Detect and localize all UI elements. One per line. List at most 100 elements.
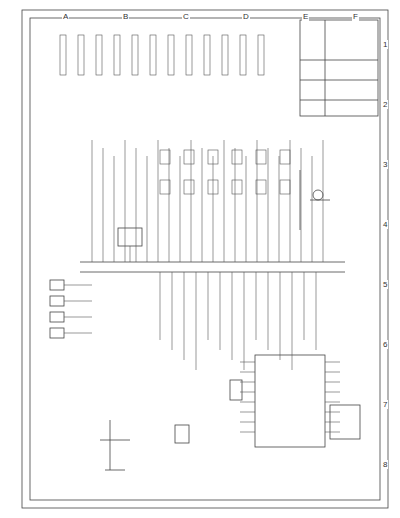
wire (220, 272, 221, 350)
wire (196, 272, 197, 370)
wire (280, 272, 281, 360)
wire (301, 148, 302, 262)
wire (125, 140, 126, 262)
wire (184, 272, 185, 360)
wire (224, 140, 225, 262)
component-symbol (240, 35, 246, 75)
wire (103, 148, 104, 262)
wire (158, 140, 159, 262)
bus-wire (80, 262, 345, 263)
ic-symbol (255, 355, 325, 447)
wire (257, 140, 258, 262)
wire (240, 372, 255, 373)
wire (64, 285, 92, 286)
wire (323, 140, 324, 262)
wire (325, 372, 340, 373)
wire (325, 432, 340, 433)
wire (136, 148, 137, 262)
wire (147, 156, 148, 262)
zone-marker: F (352, 12, 359, 21)
wire (325, 412, 340, 413)
wire (240, 422, 255, 423)
component-symbol (208, 180, 218, 194)
wire (325, 422, 340, 423)
component-symbol (204, 35, 210, 75)
wire (180, 156, 181, 262)
wire (268, 148, 269, 262)
zone-marker: 5 (382, 280, 388, 289)
title-block (300, 20, 378, 116)
zone-marker: A (62, 12, 69, 21)
wire (64, 333, 92, 334)
wire (292, 272, 293, 370)
wire (64, 301, 92, 302)
wire (325, 382, 340, 383)
wire (240, 432, 255, 433)
wire (304, 272, 305, 340)
zone-marker: 4 (382, 220, 388, 229)
component-symbol (280, 180, 290, 194)
component-symbol (60, 35, 66, 75)
component-symbol (280, 150, 290, 164)
component-symbol (258, 35, 264, 75)
component-symbol (114, 35, 120, 75)
zone-marker: 3 (382, 160, 388, 169)
component-symbol (150, 35, 156, 75)
component-symbol (256, 180, 266, 194)
wire (325, 362, 340, 363)
wire (246, 156, 247, 262)
component-symbol (184, 180, 194, 194)
component-symbol (96, 35, 102, 75)
component-symbol (222, 35, 228, 75)
zone-marker: 2 (382, 100, 388, 109)
wire (64, 317, 92, 318)
component-symbol (184, 150, 194, 164)
wire (279, 156, 280, 262)
wire (240, 382, 255, 383)
sheet-frame (22, 10, 388, 508)
wire (202, 148, 203, 262)
zone-marker: D (242, 12, 250, 21)
component-symbol (186, 35, 192, 75)
wire (169, 148, 170, 262)
wire (256, 272, 257, 340)
component-symbol (160, 180, 170, 194)
wire (213, 156, 214, 262)
wire (92, 140, 93, 262)
wire (191, 140, 192, 262)
zone-marker: 7 (382, 400, 388, 409)
wire (160, 272, 161, 340)
component-symbol (132, 35, 138, 75)
wire (235, 148, 236, 262)
wire (232, 272, 233, 360)
wire (240, 412, 255, 413)
wire (240, 402, 255, 403)
component-symbol (256, 150, 266, 164)
zone-marker: B (122, 12, 129, 21)
wire (208, 272, 209, 340)
inner-frame (30, 18, 380, 500)
zone-marker: 6 (382, 340, 388, 349)
wire (240, 392, 255, 393)
component-symbol (160, 150, 170, 164)
wire (240, 362, 255, 363)
wire (325, 402, 340, 403)
zone-marker: 8 (382, 460, 388, 469)
zone-marker: C (182, 12, 190, 21)
zone-marker: E (302, 12, 309, 21)
wire (114, 156, 115, 262)
wire (312, 156, 313, 262)
wire (268, 272, 269, 350)
wire (325, 392, 340, 393)
component-symbol (232, 180, 242, 194)
component-symbol (78, 35, 84, 75)
component-symbol (208, 150, 218, 164)
zone-marker: 1 (382, 40, 388, 49)
component-symbol (168, 35, 174, 75)
ic-symbol (118, 228, 142, 246)
wire (172, 272, 173, 350)
wire (244, 272, 245, 370)
component-symbol (232, 150, 242, 164)
wire (130, 246, 131, 262)
